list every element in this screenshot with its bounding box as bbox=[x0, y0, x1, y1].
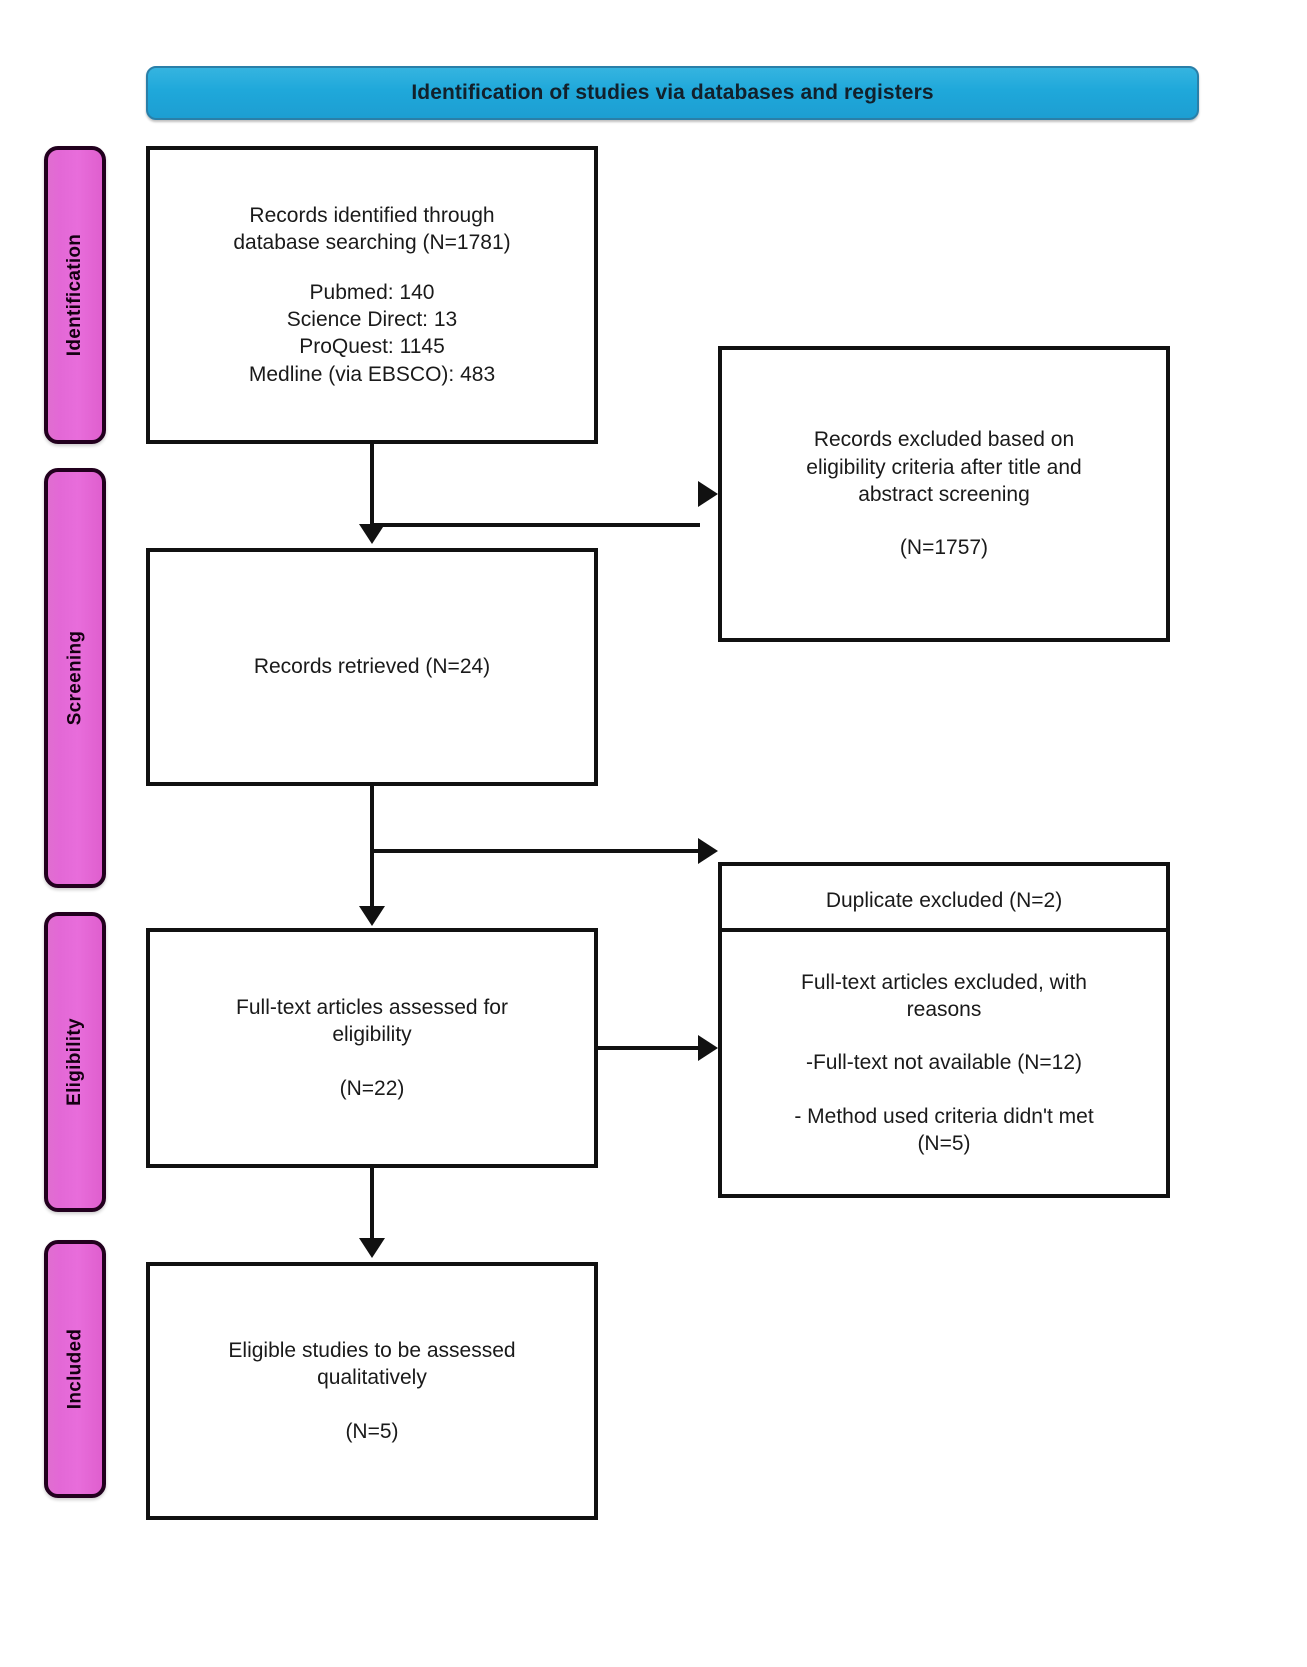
connector-retrieved-to-duplicate-horizontal bbox=[370, 849, 700, 853]
arrowhead-to-eligible-included bbox=[359, 1238, 385, 1258]
box-records-excluded: Records excluded based on eligibility cr… bbox=[718, 346, 1170, 642]
phase-label-screening: Screening bbox=[44, 468, 106, 888]
duplicate-excluded-heading: Duplicate excluded (N=2) bbox=[825, 889, 1063, 913]
phase-label-eligibility-text: Eligibility bbox=[64, 1018, 86, 1106]
fulltext-excluded-heading: Full-text articles excluded, with reason… bbox=[801, 970, 1087, 1022]
box-duplicate-excluded: Duplicate excluded (N=2) bbox=[718, 862, 1170, 940]
arrowhead-to-records-retrieved bbox=[359, 524, 385, 544]
box-eligible-included: Eligible studies to be assessed qualitat… bbox=[146, 1262, 598, 1520]
records-identified-heading: Records identified through database sear… bbox=[233, 204, 511, 255]
box-records-retrieved: Records retrieved (N=24) bbox=[146, 548, 598, 786]
arrowhead-to-fulltext-assessed bbox=[359, 906, 385, 926]
records-excluded-heading: Records excluded based on eligibility cr… bbox=[806, 428, 1082, 506]
arrowhead-to-duplicate-excluded bbox=[698, 838, 718, 864]
fulltext-assessed-count: (N=22) bbox=[339, 1076, 405, 1100]
fulltext-excluded-reason-1: -Full-text not available (N=12) bbox=[805, 1051, 1083, 1075]
records-retrieved-heading: Records retrieved (N=24) bbox=[253, 655, 491, 679]
arrowhead-to-records-excluded bbox=[698, 481, 718, 507]
connector-fulltext-to-included-vertical bbox=[370, 1168, 374, 1240]
records-identified-sources: Pubmed: 140 Science Direct: 13 ProQuest:… bbox=[248, 280, 496, 386]
phase-label-identification: Identification bbox=[44, 146, 106, 444]
eligible-included-heading: Eligible studies to be assessed qualitat… bbox=[228, 1339, 516, 1390]
box-records-identified: Records identified through database sear… bbox=[146, 146, 598, 444]
banner-title: Identification of studies via databases … bbox=[411, 81, 934, 104]
identification-banner: Identification of studies via databases … bbox=[146, 66, 1199, 120]
arrowhead-to-fulltext-excluded bbox=[698, 1035, 718, 1061]
fulltext-assessed-heading: Full-text articles assessed for eligibil… bbox=[236, 996, 508, 1047]
phase-label-identification-text: Identification bbox=[64, 233, 86, 357]
phase-label-included-text: Included bbox=[64, 1328, 86, 1410]
phase-label-eligibility: Eligibility bbox=[44, 912, 106, 1212]
connector-retrieved-to-fulltext-vertical bbox=[370, 786, 374, 910]
records-excluded-count: (N=1757) bbox=[899, 536, 989, 560]
eligible-included-count: (N=5) bbox=[345, 1419, 399, 1443]
connector-identified-to-excluded-horizontal bbox=[370, 523, 700, 527]
phase-label-screening-text: Screening bbox=[64, 630, 86, 726]
fulltext-excluded-reason-2: - Method used criteria didn't met (N=5) bbox=[794, 1104, 1094, 1155]
box-fulltext-assessed: Full-text articles assessed for eligibil… bbox=[146, 928, 598, 1168]
connector-fulltext-to-excluded-horizontal bbox=[598, 1046, 700, 1050]
box-fulltext-excluded: Full-text articles excluded, with reason… bbox=[718, 928, 1170, 1198]
phase-label-included: Included bbox=[44, 1240, 106, 1498]
connector-identified-to-retrieved-vertical bbox=[370, 444, 374, 528]
